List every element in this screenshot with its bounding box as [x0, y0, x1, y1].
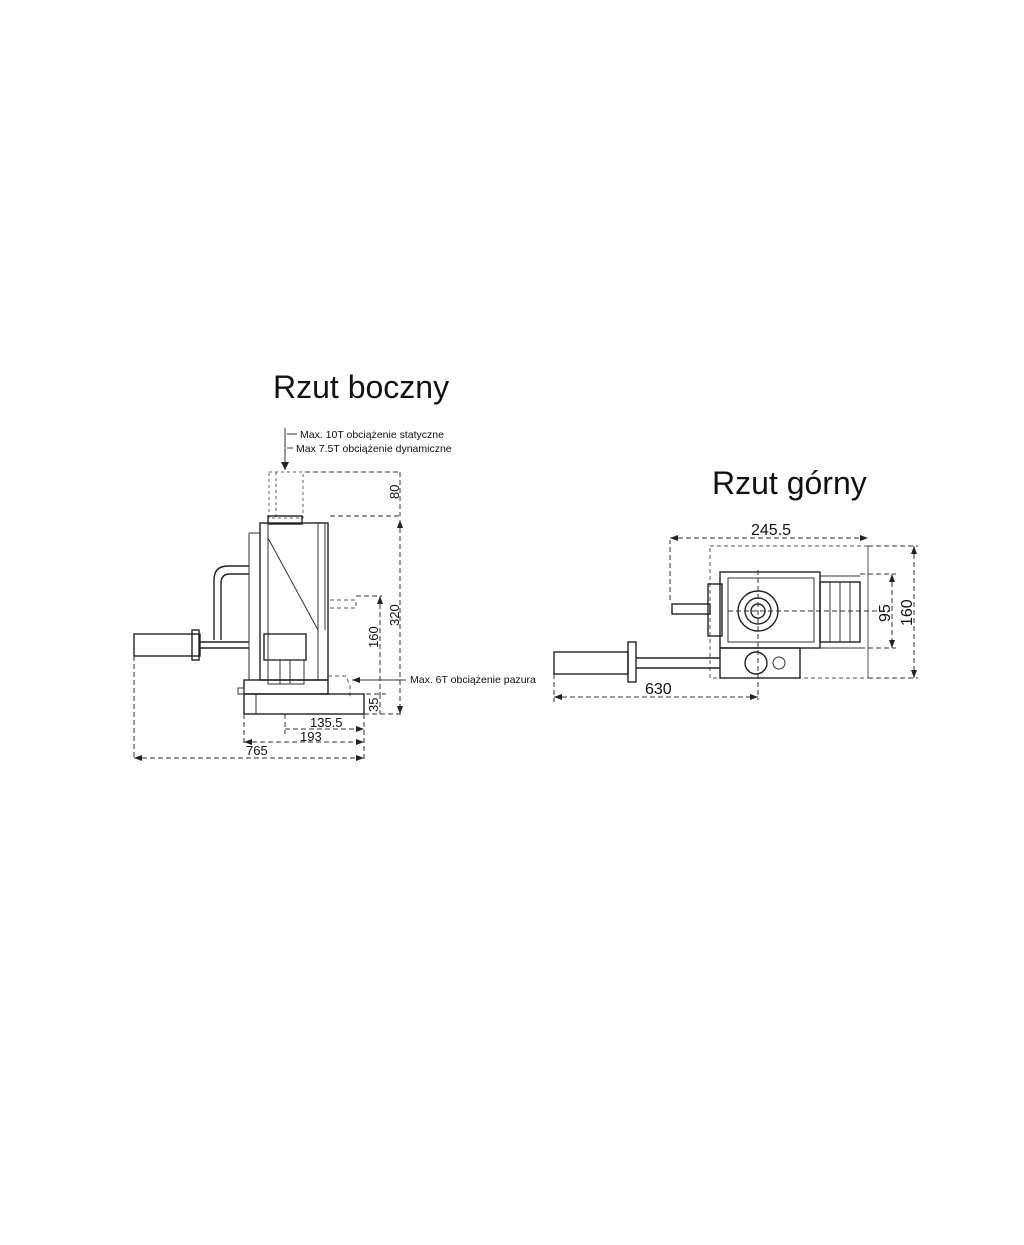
- top-view: Rzut górny: [553, 465, 918, 702]
- release-lever: [671, 603, 711, 615]
- load-arrow: [281, 462, 289, 470]
- dim-95-label: 95: [877, 604, 894, 622]
- dim-630-label: 630: [645, 681, 672, 698]
- body-left-block: [707, 583, 723, 637]
- static-load-note: Max. 10T obciążenie statyczne: [300, 429, 444, 441]
- side-view: Rzut boczny Max. 10T obciążenie statyczn…: [133, 369, 536, 761]
- dim-245-arrow-left: [670, 535, 678, 541]
- base-upper: [243, 679, 329, 695]
- dim-160t-arrow-bottom: [911, 670, 917, 678]
- dynamic-load-note: Max 7.5T obciążenie dynamiczne: [296, 443, 452, 455]
- handle-bracket-outer: [213, 565, 249, 640]
- dim-765-arrow-right: [356, 755, 364, 761]
- dim-630-arrow-left: [554, 694, 562, 700]
- dim-160-label: 160: [366, 626, 381, 648]
- claw-upper-hidden: [330, 599, 357, 609]
- dim-80-label: 80: [387, 485, 402, 499]
- pump-small-circle: [772, 656, 786, 670]
- pump-piston: [267, 659, 305, 685]
- body-top: [719, 571, 821, 649]
- body-top-inner: [727, 577, 815, 643]
- dim-160-arrow-top: [377, 596, 383, 604]
- top-view-title: Rzut górny: [712, 465, 867, 501]
- top-handle-collar: [627, 641, 637, 683]
- dim-95-arrow-top: [889, 574, 895, 582]
- handle-collar: [191, 629, 200, 661]
- dim-193-arrow-right: [356, 739, 364, 745]
- dim-193-label: 193: [300, 729, 322, 744]
- base-footprint: [709, 545, 869, 679]
- dim-320-arrow-bottom: [397, 706, 403, 714]
- top-pump-handle: [553, 651, 629, 675]
- cylinder-diagonal: [267, 537, 319, 631]
- dim-765-arrow-left: [134, 755, 142, 761]
- dim-95-arrow-bottom: [889, 640, 895, 648]
- claw-load-note: Max. 6T obciążenie pazura: [410, 674, 536, 686]
- saddle: [267, 515, 303, 525]
- release-valve: [237, 687, 245, 695]
- handle-bracket-inner: [220, 573, 249, 640]
- dim-135-arrow: [356, 726, 364, 732]
- dim-135-label: 135.5: [310, 715, 343, 730]
- dim-320-arrow-top: [397, 520, 403, 528]
- dim-35-label: 35: [366, 698, 381, 712]
- side-view-title: Rzut boczny: [273, 369, 449, 405]
- dim-160t-arrow-top: [911, 546, 917, 554]
- pump-block: [263, 633, 307, 661]
- base-plate: [243, 693, 365, 715]
- pump-circle: [744, 651, 768, 675]
- claw-lower-hidden: [328, 675, 351, 698]
- pump-handle: [133, 633, 201, 657]
- dim-765-label: 765: [246, 743, 268, 758]
- dim-320-label: 320: [387, 604, 402, 626]
- pump-section: [719, 647, 801, 679]
- dim-193-arrow-left: [244, 739, 252, 745]
- dim-630-arrow-right: [750, 694, 758, 700]
- claw-note-arrow: [352, 677, 360, 683]
- dim-245-label: 245.5: [751, 522, 791, 539]
- ram-extended-outline: [268, 471, 304, 519]
- dim-160t-label: 160: [899, 599, 916, 626]
- dim-245-arrow-right: [860, 535, 868, 541]
